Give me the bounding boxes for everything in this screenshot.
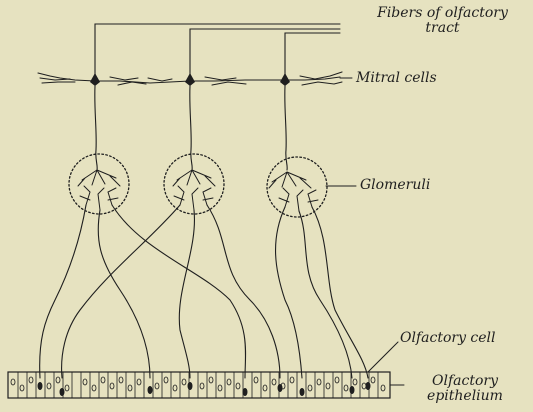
label-olfactory-epithelium: Olfactory epithelium [404, 374, 526, 404]
epithelium-cells [8, 372, 390, 398]
mitral-cell-body-1 [90, 73, 100, 86]
glomerulus-3 [267, 157, 327, 217]
glomerulus-2 [164, 154, 224, 214]
label-glomeruli-text: Glomeruli [360, 177, 430, 193]
mitral-cell-body-3 [280, 73, 290, 86]
label-mitral-cells: Mitral cells [356, 71, 437, 86]
label-epithelium-line1: Olfactory [404, 374, 526, 389]
label-olfactory-cell-text: Olfactory cell [400, 330, 496, 346]
glomerular-arbors [78, 170, 318, 211]
olfactory-cell-axons [40, 205, 368, 378]
label-glomeruli: Glomeruli [360, 178, 430, 193]
label-leaders [326, 78, 404, 385]
label-epithelium-line2: epithelium [404, 389, 526, 404]
label-olfactory-cell: Olfactory cell [400, 331, 496, 346]
label-fibers-line2: tract [360, 21, 525, 36]
label-mitral-text: Mitral cells [356, 70, 437, 86]
mitral-cell-body-2 [185, 73, 195, 86]
mitral-axons [95, 86, 287, 170]
olfactory-tract-fibers [95, 24, 340, 80]
label-fibers-of-olfactory-tract: Fibers of olfactory tract [360, 6, 525, 36]
label-fibers-line1: Fibers of olfactory [360, 6, 525, 21]
